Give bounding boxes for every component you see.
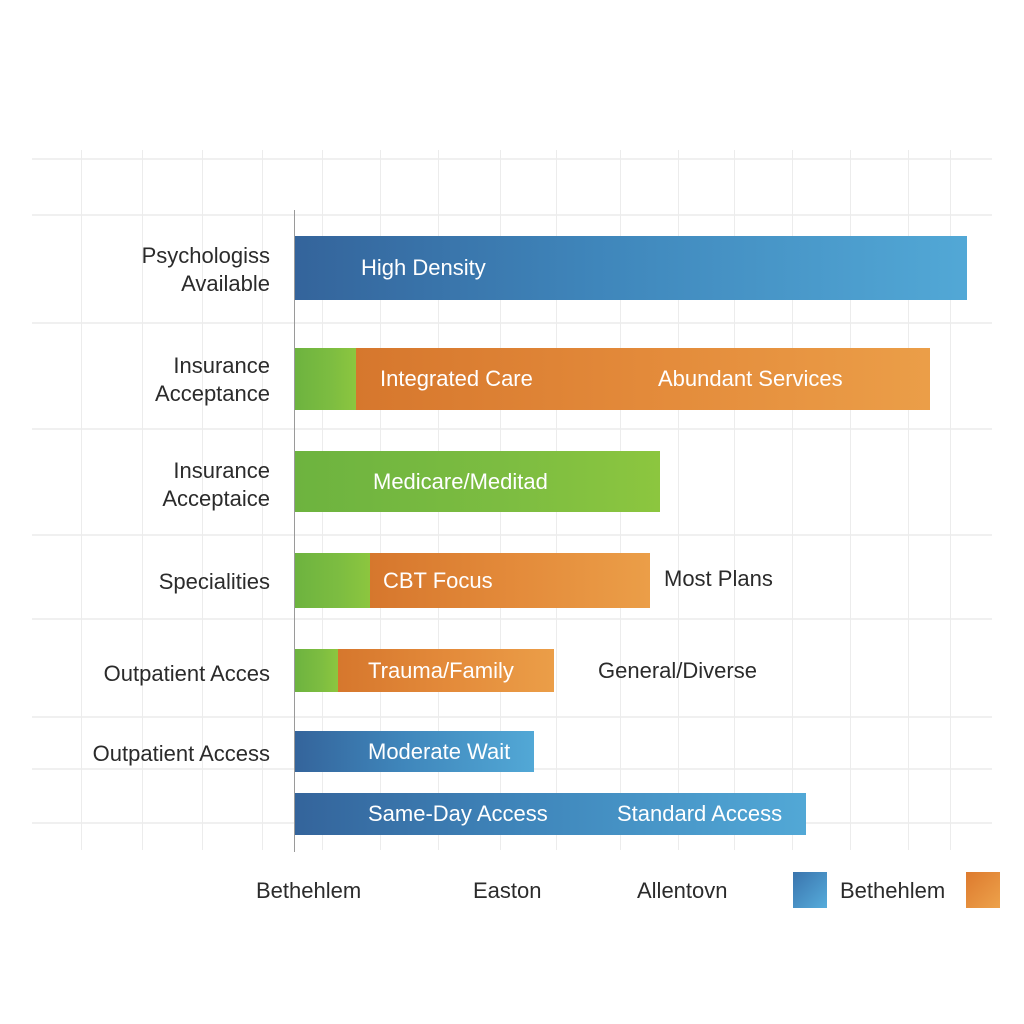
bar-segment-blue: High Density bbox=[295, 236, 967, 300]
gridline bbox=[32, 716, 992, 718]
outside-label: Most Plans bbox=[664, 566, 773, 591]
bar-segment-blue: Same-Day Access Standard Access bbox=[295, 793, 806, 835]
bar-outpatient-2: Moderate Wait bbox=[295, 731, 534, 772]
bar-label: Trauma/Family bbox=[368, 657, 514, 683]
y-axis-line bbox=[294, 210, 295, 852]
gridline bbox=[792, 150, 793, 850]
bar-label: Medicare/Meditad bbox=[373, 468, 548, 494]
legend-label: Bethehlem bbox=[840, 878, 946, 903]
gridline bbox=[32, 618, 992, 620]
bar-label: Standard Access bbox=[617, 801, 783, 826]
gridline bbox=[202, 150, 203, 850]
bar-label: CBT Focus bbox=[383, 567, 493, 593]
gridline bbox=[142, 150, 143, 850]
bar-label: Abundant Services bbox=[658, 366, 843, 391]
bar-segment-green: Medicare/Meditad bbox=[295, 451, 660, 512]
y-label-insurance-1: Insurance Acceptance bbox=[155, 352, 270, 408]
x-label-bethlehem: Bethehlem bbox=[256, 878, 362, 903]
gridline bbox=[850, 150, 851, 850]
gridline bbox=[32, 534, 992, 536]
bar-segment-orange: CBT Focus bbox=[370, 553, 650, 608]
y-label-insurance-2: Insurance Acceptaice bbox=[162, 457, 270, 513]
y-label-line: Available bbox=[181, 271, 270, 296]
gridline bbox=[32, 428, 992, 430]
y-label-line: Psychologiss bbox=[141, 243, 270, 268]
x-label-easton: Easton bbox=[473, 878, 542, 903]
y-label-line: Insurance bbox=[173, 458, 270, 483]
bar-outpatient-1: Trauma/Family bbox=[295, 649, 554, 692]
bar-psychologists: High Density bbox=[295, 236, 967, 300]
bar-segment-green bbox=[295, 348, 356, 410]
gridline bbox=[262, 150, 263, 850]
gridline bbox=[734, 150, 735, 850]
legend-swatch-orange bbox=[966, 872, 1000, 908]
outside-label: General/Diverse bbox=[598, 658, 757, 683]
y-label-outpatient-1: Outpatient Acces bbox=[103, 661, 270, 686]
y-label-psychologists: Psychologiss Available bbox=[142, 242, 270, 298]
bar-segment-orange: Trauma/Family bbox=[338, 649, 554, 692]
gridline bbox=[32, 322, 992, 324]
gridline bbox=[32, 158, 992, 160]
bar-segment-orange: Integrated Care Abundant Services bbox=[356, 348, 930, 410]
bar-label: Moderate Wait bbox=[368, 738, 511, 764]
bar-insurance-1: Integrated Care Abundant Services bbox=[295, 348, 930, 410]
gridline bbox=[81, 150, 82, 850]
y-label-line: Acceptance bbox=[155, 381, 270, 406]
gridline bbox=[678, 150, 679, 850]
y-label-outpatient-2: Outpatient Access bbox=[92, 741, 270, 766]
bar-access: Same-Day Access Standard Access bbox=[295, 793, 806, 835]
gridline bbox=[32, 214, 992, 216]
gridline bbox=[950, 150, 951, 850]
y-label-specialities: Specialities bbox=[158, 569, 270, 594]
bar-segment-blue: Moderate Wait bbox=[295, 731, 534, 772]
bar-segment-green bbox=[295, 649, 338, 692]
bar-label: Same-Day Access bbox=[368, 801, 548, 826]
gridline bbox=[908, 150, 909, 850]
bar-segment-green bbox=[295, 553, 370, 608]
bar-label: High Density bbox=[361, 255, 486, 280]
legend-swatch-blue bbox=[793, 872, 827, 908]
y-label-line: Acceptaice bbox=[162, 486, 270, 511]
bar-specialities: CBT Focus bbox=[295, 553, 650, 608]
bar-label: Integrated Care bbox=[380, 366, 533, 391]
y-label-line: Insurance bbox=[173, 353, 270, 378]
x-label-allentown: Allentovn bbox=[637, 878, 728, 903]
bar-insurance-2: Medicare/Meditad bbox=[295, 451, 660, 512]
